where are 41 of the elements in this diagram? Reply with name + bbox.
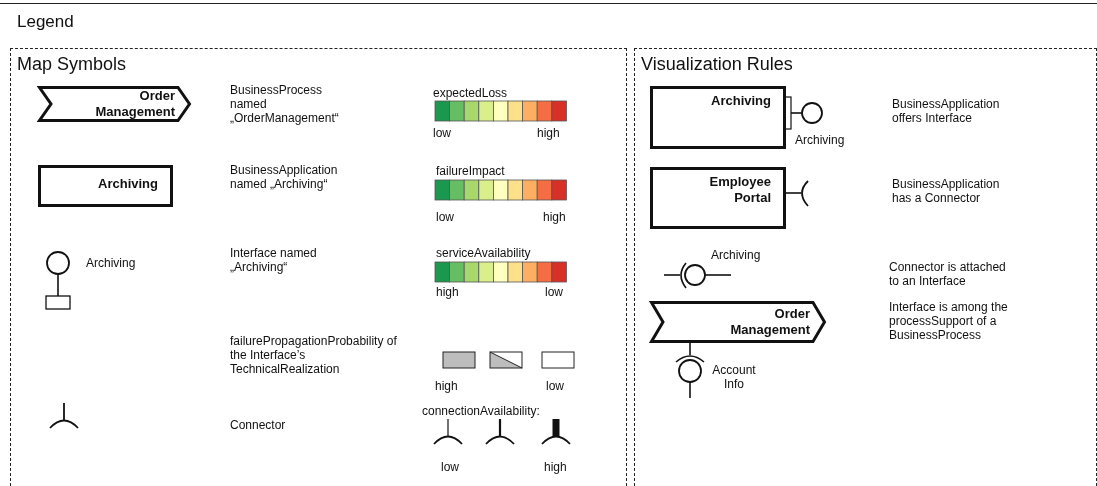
- scale-title: connectionAvailability:: [422, 404, 540, 418]
- description-text: failurePropagationProbability of the Interface’s TechnicalRealization: [230, 334, 398, 376]
- process-chevron: [38, 86, 191, 122]
- description-text: BusinessApplication named „Archiving“: [230, 163, 339, 191]
- scale-title: failureImpact: [436, 164, 505, 178]
- process-name: Order Management: [729, 306, 810, 338]
- scale-end-label: low: [441, 460, 459, 474]
- panel-heading: Visualization Rules: [641, 54, 793, 74]
- scale-end-label: high: [544, 460, 567, 474]
- scale-end-label: high: [543, 210, 566, 224]
- interface-name: Account Info: [711, 363, 757, 391]
- application-name: Archiving: [98, 176, 158, 192]
- interface-name: Archiving: [795, 133, 845, 147]
- description-text: BusinessApplication offers Interface: [892, 97, 1001, 125]
- legend-title: Legend: [17, 12, 74, 32]
- scale-title: expectedLoss: [433, 86, 508, 100]
- interface-name: Archiving: [86, 256, 136, 270]
- scale-end-label: high: [435, 379, 458, 393]
- application-box: [650, 167, 786, 229]
- panel-heading: Map Symbols: [17, 54, 127, 74]
- interface-name: Archiving: [711, 248, 761, 262]
- scale-end-label: high: [537, 126, 560, 140]
- dashed-panel: [634, 48, 1097, 486]
- application-name: Archiving: [711, 93, 771, 109]
- process-name: Order Management: [94, 88, 175, 120]
- description-text: Interface is among the processSupport of a BusinessProcess: [889, 300, 1009, 342]
- application-name: Employee Portal: [708, 174, 771, 206]
- description-text: Connector: [230, 418, 286, 432]
- scale-end-label: low: [545, 285, 563, 299]
- description-text: BusinessProcess named „OrderManagement“: [230, 83, 340, 125]
- application-box: [38, 165, 173, 207]
- description-text: Connector is attached to an Interface: [889, 260, 1007, 288]
- process-chevron: [650, 301, 826, 343]
- description-text: BusinessApplication has a Connector: [892, 177, 1001, 205]
- scale-end-label: high: [436, 285, 459, 299]
- scale-end-label: low: [433, 126, 451, 140]
- application-box: [650, 86, 786, 149]
- scale-title: serviceAvailability: [436, 246, 531, 260]
- description-text: Interface named „Archiving“: [230, 246, 318, 274]
- scale-end-label: low: [436, 210, 454, 224]
- scale-end-label: low: [546, 379, 564, 393]
